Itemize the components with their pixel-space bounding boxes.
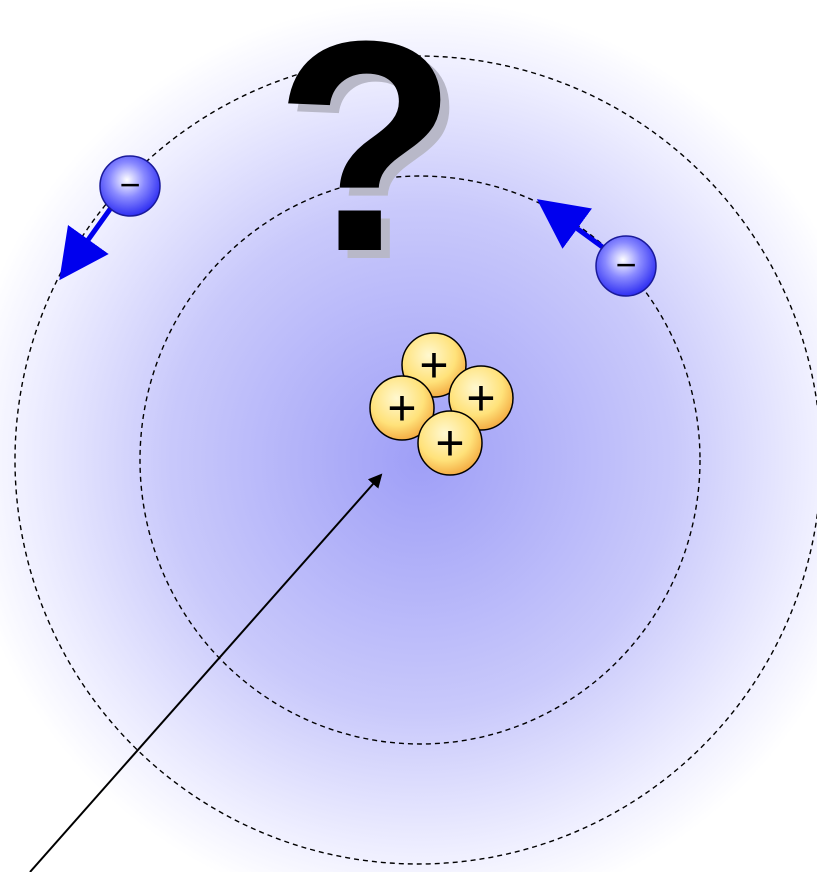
proton: + — [418, 411, 482, 475]
question-mark: ? ? — [274, 0, 466, 322]
question-mark-glyph: ? — [274, 0, 457, 314]
proton-charge: + — [466, 370, 495, 426]
electron-outer-charge: − — [119, 164, 140, 205]
electron-inner-charge: − — [615, 244, 636, 285]
proton-charge: + — [435, 415, 464, 471]
proton-charge: + — [387, 380, 416, 436]
